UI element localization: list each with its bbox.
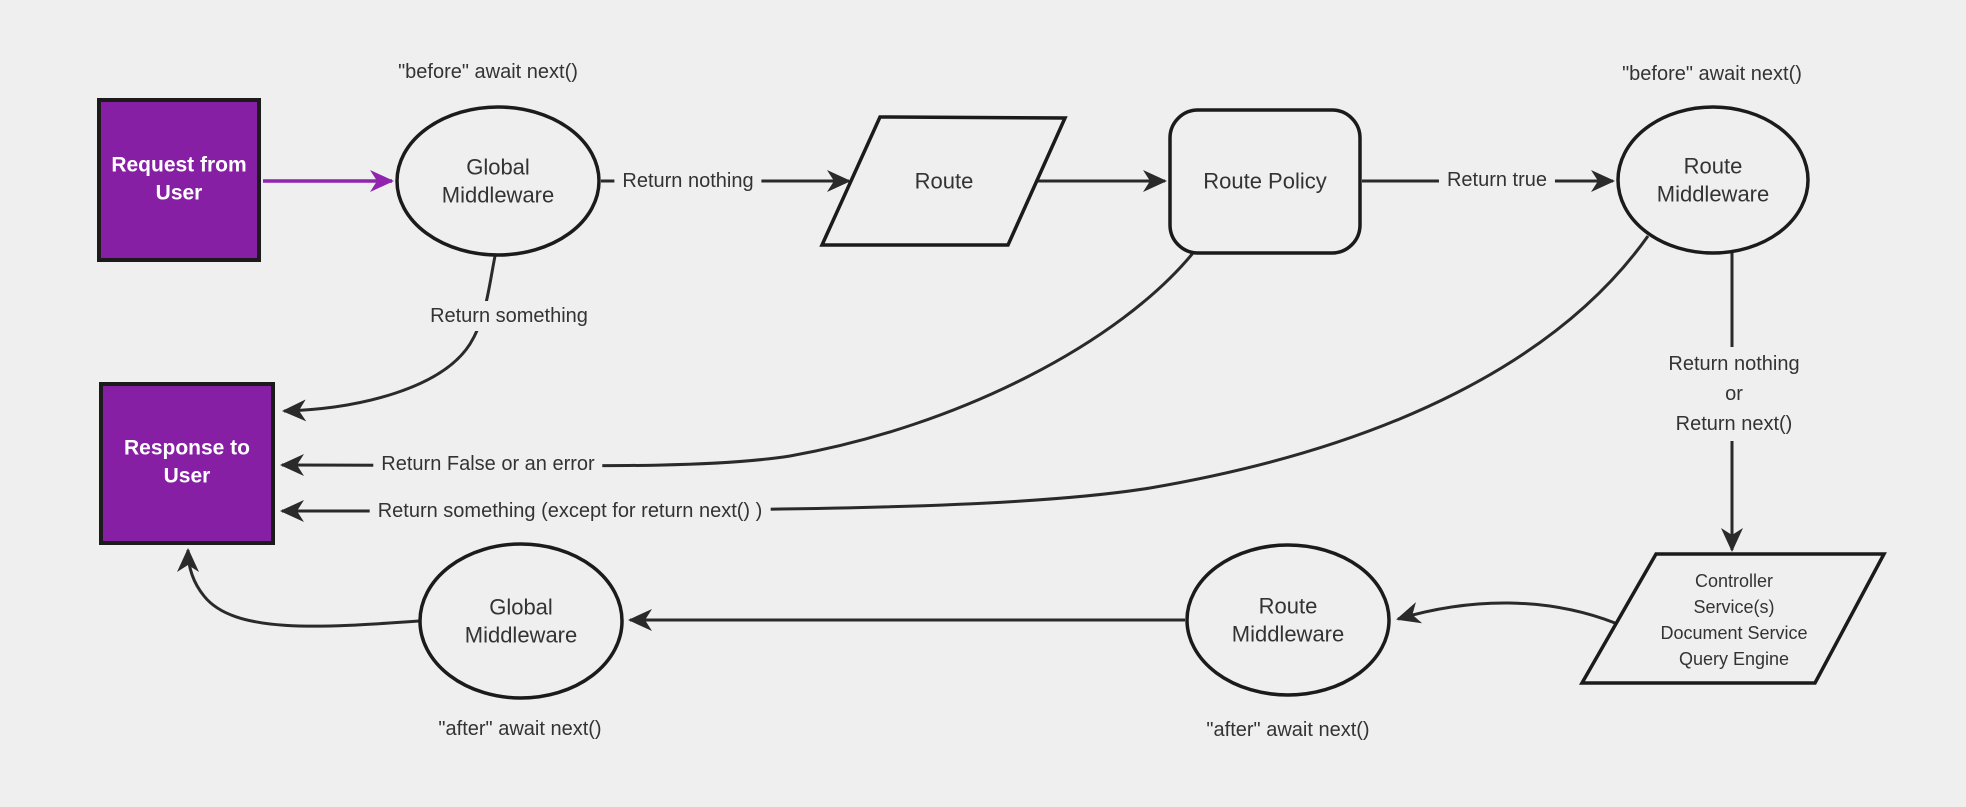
route-policy-node: [1168, 108, 1362, 255]
response-to-user-node: [99, 382, 275, 545]
edge-route-middleware-to-response: [280, 235, 1650, 523]
route-middleware-top-node: [1616, 105, 1810, 255]
request-from-user-node: [97, 98, 261, 262]
route-node: [819, 115, 1068, 247]
global-middleware-top-node: [395, 105, 601, 257]
edge-global-middleware-to-response: [282, 255, 497, 422]
edge-route-policy-to-response: [280, 252, 1195, 477]
edge-global-middleware-bottom-to-response: [177, 548, 420, 628]
route-middleware-bottom-node: [1185, 543, 1391, 697]
controller-services-node: [1578, 552, 1887, 685]
global-middleware-bottom-node: [418, 542, 624, 700]
edge-controller-to-route-middleware-bottom: [1396, 601, 1616, 625]
